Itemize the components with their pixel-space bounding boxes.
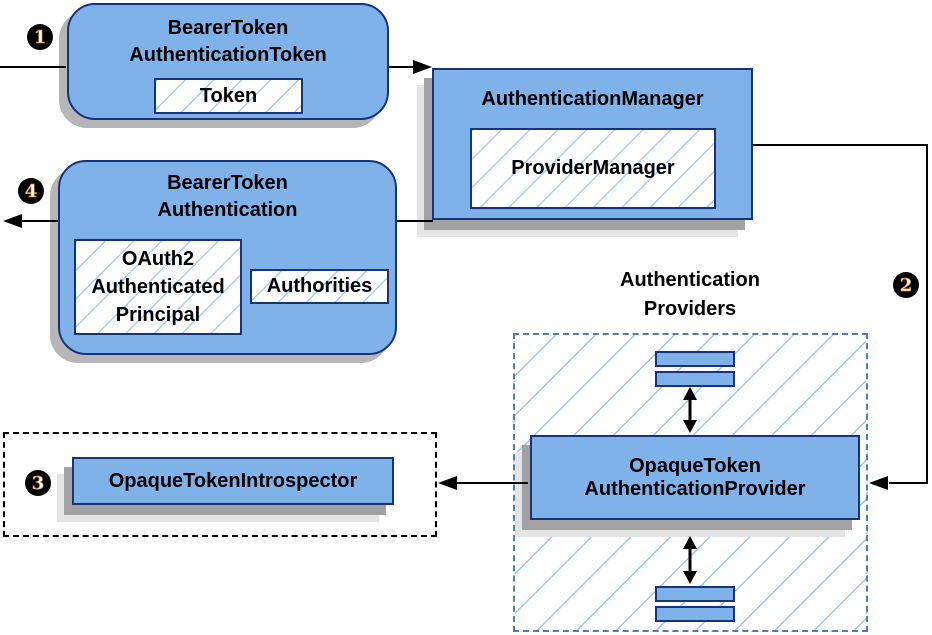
arrowhead-right-icon [413, 60, 432, 74]
node-oauth2-authenticated-principal: OAuth2 Authenticated Principal [74, 239, 242, 335]
title-line: BearerToken [167, 17, 289, 39]
node-title: BearerToken Authentication [60, 170, 395, 224]
title-line: AuthenticationToken [129, 44, 327, 66]
step-1-badge: 1 [27, 24, 53, 50]
authentication-providers-label: Authentication Providers [565, 266, 815, 324]
provider-placeholder-bar [655, 351, 735, 367]
node-bearer-token-authentication: BearerToken Authentication OAuth2 Authen… [58, 160, 397, 355]
title-line: AuthenticationProvider [584, 477, 806, 500]
node-opaque-token-introspector: OpaqueTokenIntrospector [72, 457, 394, 505]
provider-placeholder-bar [655, 371, 735, 387]
arrowhead-left-icon [869, 476, 888, 490]
step-number: 3 [31, 472, 45, 494]
node-opaque-token-authentication-provider: OpaqueToken AuthenticationProvider [530, 435, 860, 520]
label-line: Authentication [620, 269, 760, 291]
introspector-label: OpaqueTokenIntrospector [108, 469, 358, 492]
node-provider-manager: ProviderManager [470, 128, 716, 209]
principal-line: Principal [115, 304, 201, 326]
provider-manager-label: ProviderManager [511, 157, 675, 179]
title-line: AuthenticationManager [481, 88, 704, 110]
step-2-badge: 2 [893, 272, 919, 298]
provider-placeholder-bar [655, 606, 735, 622]
step-3-badge: 3 [25, 470, 51, 496]
node-bearer-token-authentication-token: BearerToken AuthenticationToken Token [67, 3, 389, 120]
introspector-container: OpaqueTokenIntrospector [3, 432, 437, 537]
node-title: AuthenticationManager [434, 86, 751, 113]
authorities-label: Authorities [266, 275, 373, 297]
token-label: Token [199, 84, 258, 107]
step-number: 2 [899, 274, 913, 296]
provider-placeholder-bar [655, 586, 735, 602]
label-line: Providers [643, 298, 737, 320]
authentication-providers-container: OpaqueToken AuthenticationProvider [513, 333, 868, 632]
principal-line: OAuth2 [121, 248, 195, 270]
step-number: 4 [24, 180, 38, 202]
title-line: BearerToken [167, 172, 288, 194]
title-line: OpaqueToken [629, 454, 761, 477]
node-title: BearerToken AuthenticationToken [69, 15, 387, 69]
arrowhead-left-icon [3, 214, 22, 228]
node-authorities: Authorities [250, 269, 389, 304]
arrowhead-left-icon [438, 476, 457, 490]
step-4-badge: 4 [18, 178, 44, 204]
principal-line: Authenticated [91, 276, 225, 298]
node-token: Token [154, 78, 303, 114]
node-authentication-manager: AuthenticationManager ProviderManager [432, 68, 753, 220]
step-number: 1 [33, 26, 47, 48]
title-line: Authentication [157, 199, 298, 221]
